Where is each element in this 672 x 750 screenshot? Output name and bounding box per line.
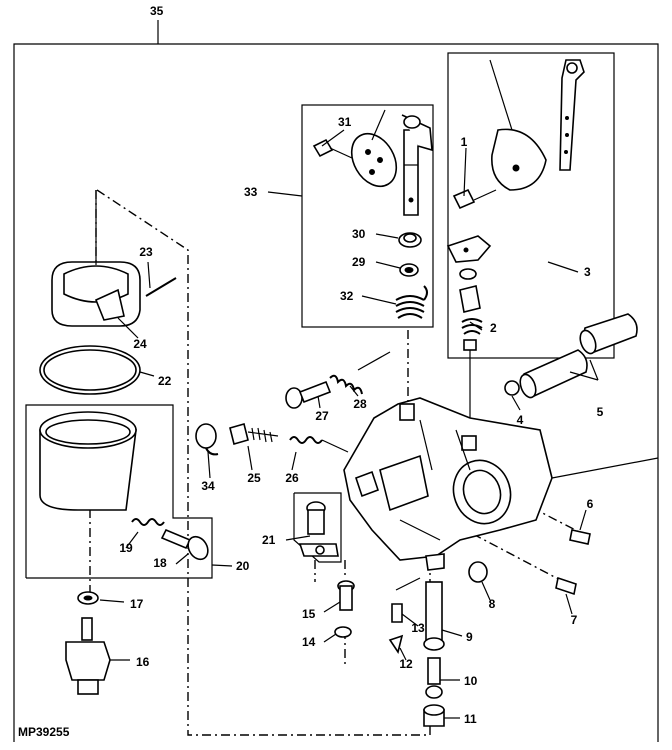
group-box-20 [25,404,233,579]
outer-frame [13,20,659,742]
jet-10 [425,657,443,699]
callout-5: 5 [597,405,604,419]
callout-30: 30 [352,227,366,241]
fitting-6 [569,529,591,545]
callout-9: 9 [466,630,473,644]
fitting-7 [555,576,577,596]
needle-12 [388,634,404,654]
o-ring-14 [334,626,352,638]
spring-32 [395,285,428,319]
callout-23: 23 [139,245,153,259]
callout-1: 1 [461,135,468,149]
spring-28 [329,351,391,395]
callout-35: 35 [150,4,164,18]
clip-34 [195,423,219,456]
bowl-screw-18 [160,528,209,561]
jet-15 [337,580,355,611]
callout-8: 8 [489,597,496,611]
leader-lines [99,129,599,719]
bowl-spring-19 [131,518,165,526]
callout-17: 17 [130,597,144,611]
callout-13: 13 [411,621,425,635]
clip-4 [504,380,520,396]
callout-19: 19 [119,541,133,555]
screw-25 [229,423,279,445]
callout-28: 28 [353,397,367,411]
callout-12: 12 [399,657,413,671]
group-box-21 [293,492,342,563]
callout-6: 6 [587,497,594,511]
callout-10: 10 [464,674,478,688]
float-assembly [51,190,177,327]
callout-labels: 1 2 3 4 5 6 7 8 9 10 11 12 13 14 15 16 1… [119,4,603,726]
callout-11: 11 [464,712,477,726]
callout-34: 34 [201,479,215,493]
figure-id: MP39255 [18,725,70,739]
nut-11 [423,704,445,727]
screw-21 [298,501,339,557]
spring-26 [289,436,349,453]
callout-18: 18 [153,556,167,570]
fuel-solenoid-16 [65,617,111,695]
pin-13 [391,577,421,623]
callout-31: 31 [338,115,352,129]
callout-21: 21 [262,533,276,547]
callout-15: 15 [302,607,316,621]
group-box-3 [447,52,615,359]
choke-lever-assembly [446,59,585,430]
plug-8 [468,561,488,583]
callout-7: 7 [571,613,578,627]
callout-29: 29 [352,255,366,269]
callout-25: 25 [247,471,261,485]
washer-30 [398,232,422,248]
callout-14: 14 [302,635,316,649]
fuel-hoses [519,313,638,399]
callout-22: 22 [158,374,172,388]
throttle-shaft-assembly [312,109,433,216]
gasket-22 [39,345,141,395]
callout-3: 3 [584,265,591,279]
group-box-33 [267,104,434,328]
washer-29 [399,263,419,277]
callout-16: 16 [136,655,150,669]
float-bowl [39,411,137,511]
emulsion-tube-9 [423,581,445,651]
screw-27 [285,380,332,409]
callout-2: 2 [490,321,497,335]
callout-4: 4 [517,413,524,427]
callout-33: 33 [244,185,258,199]
callout-26: 26 [285,471,299,485]
carburetor-body [343,397,659,571]
callout-32: 32 [340,289,354,303]
callout-20: 20 [236,559,250,573]
callout-24: 24 [133,337,147,351]
washer-17 [77,591,99,605]
callout-27: 27 [315,409,329,423]
